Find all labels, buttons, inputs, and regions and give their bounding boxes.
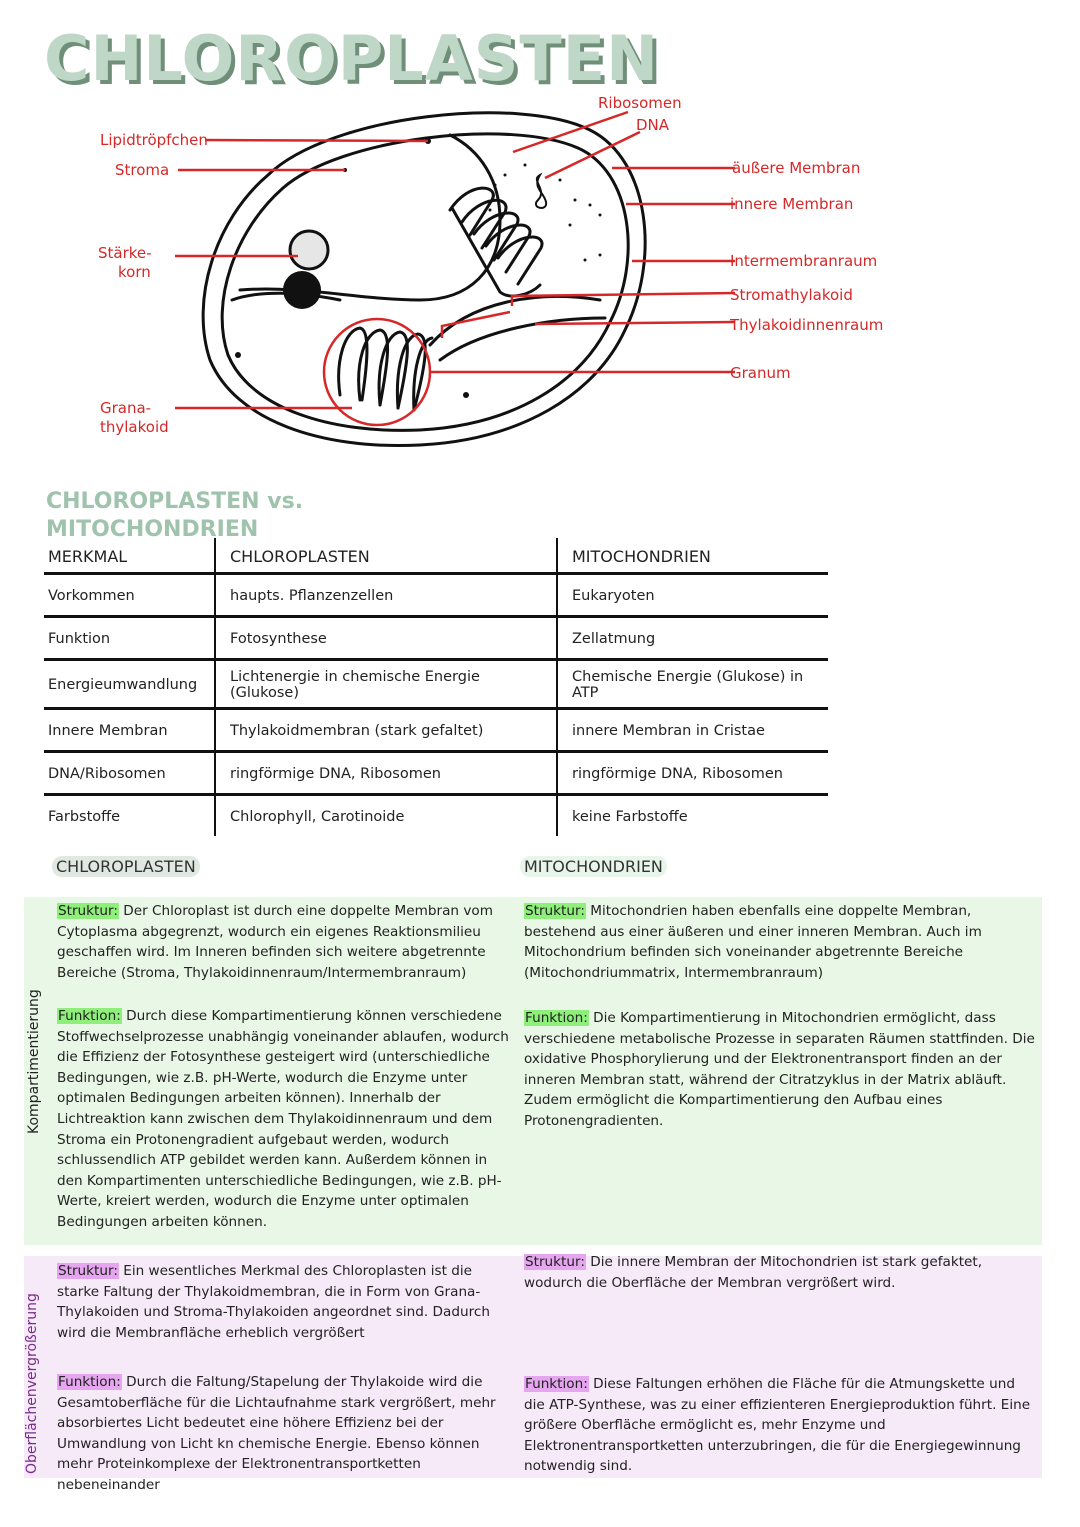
comparison-title-line2: MITOCHONDRIEN [46,517,259,542]
label-aeussere-membran: äußere Membran [732,159,860,177]
text-body: Durch die Faltung/Stapelung der Thylakoi… [57,1374,496,1493]
table-row: Innere Membran Thylakoidmembran (stark g… [44,708,828,753]
comparison-table: MERKMAL CHLOROPLASTEN MITOCHONDRIEN Vork… [44,538,828,836]
column-header-mitochondrien: MITOCHONDRIEN [520,856,667,877]
starch-grain-shape [288,229,330,271]
table-row: Farbstoffe Chlorophyll, Carotinoide kein… [44,794,828,836]
cell-merkmal: Vorkommen [44,573,216,618]
cell-mito: keine Farbstoffe [572,809,688,825]
text-body: Diese Faltungen erhöhen die Fläche für d… [524,1376,1031,1475]
label-stromathylakoid: Stromathylakoid [730,286,853,304]
chloro-oberflaeche-struktur: Struktur: Ein wesentliches Merkmal des C… [57,1261,507,1343]
mito-kompartimentierung-struktur: Struktur: Mitochondrien haben ebenfalls … [524,901,1036,983]
label-korn: korn [118,263,151,281]
text-body: Die Kompartimentierung in Mitochondrien … [524,1010,1035,1129]
chloroplast-diagram: Lipidtröpfchen Stroma Stärke- korn Grana… [98,94,883,448]
chloro-oberflaeche-funktion: Funktion: Durch die Faltung/Stapelung de… [57,1372,507,1496]
label-thylakoid: thylakoid [100,418,169,436]
mito-oberflaeche-funktion: Funktion: Diese Faltungen erhöhen die Fl… [524,1374,1038,1477]
mito-oberflaeche-struktur: Struktur: Die innere Membran der Mitocho… [524,1252,1038,1293]
table-row: DNA/Ribosomen ringförmige DNA, Ribosomen… [44,751,828,796]
label-granum: Granum [730,364,791,382]
section-oberflaechenvergroesserung [24,1256,1042,1478]
label-intermembranraum: Intermembranraum [730,252,877,270]
label-ribosomen: Ribosomen [598,94,682,112]
header-chloroplasten: CHLOROPLASTEN [215,538,558,575]
funktion-label: Funktion: [524,1010,589,1026]
cell-merkmal: Funktion [44,616,216,661]
cell-merkmal: Farbstoffe [44,794,216,836]
text-body: Mitochondrien haben ebenfalls eine doppe… [524,903,982,981]
cell-mito: ringförmige DNA, Ribosomen [557,751,828,796]
text-body: Ein wesentliches Merkmal des Chloroplast… [57,1263,490,1341]
struktur-label: Struktur: [57,1263,119,1279]
column-header-chloroplasten: CHLOROPLASTEN [52,856,200,877]
text-body: Die innere Membran der Mitochondrien ist… [524,1254,983,1291]
struktur-label: Struktur: [57,903,119,919]
table-row: Energieumwandlung Lichtenergie in chemis… [44,659,828,710]
chloro-kompartimentierung-struktur: Struktur: Der Chloroplast ist durch eine… [57,901,507,983]
cell-merkmal: Innere Membran [44,708,216,753]
cell-mito: Chemische Energie (Glukose) in ATP [557,659,828,710]
cell-mito: Eukaryoten [557,573,828,618]
funktion-label: Funktion: [524,1376,589,1392]
section-label-kompartimentierung: Kompartimentierung [26,989,42,1134]
cell-chloro: Chlorophyll, Carotinoide [215,794,558,836]
label-innere-membran: innere Membran [730,195,853,213]
header-mitochondrien: MITOCHONDRIEN [557,538,828,575]
label-dna: DNA [636,116,670,134]
funktion-label: Funktion: [57,1008,122,1024]
table-header-row: MERKMAL CHLOROPLASTEN MITOCHONDRIEN [44,538,828,575]
cell-chloro: haupts. Pflanzenzellen [215,573,558,618]
chloro-kompartimentierung-funktion: Funktion: Durch diese Kompartimentierung… [57,1006,512,1233]
lipid-droplet-shape [283,271,321,309]
cell-chloro: ringförmige DNA, Ribosomen [215,751,558,796]
comparison-title-line1: CHLOROPLASTEN vs. [46,489,304,514]
mito-kompartimentierung-funktion: Funktion: Die Kompartimentierung in Mito… [524,1008,1036,1132]
outer-membrane-shape [201,111,647,448]
comparison-title: CHLOROPLASTEN vs. MITOCHONDRIEN [46,488,303,544]
funktion-label: Funktion: [57,1374,122,1390]
label-stroma: Stroma [115,161,169,179]
cell-merkmal: Energieumwandlung [44,659,216,710]
cell-merkmal: DNA/Ribosomen [44,751,216,796]
text-body: Der Chloroplast ist durch eine doppelte … [57,903,493,981]
section-kompartimentierung [24,897,1042,1245]
table-row: Vorkommen haupts. Pflanzenzellen Eukaryo… [44,573,828,618]
table-row: Funktion Fotosynthese Zellatmung [44,616,828,661]
struktur-label: Struktur: [524,903,586,919]
section-label-oberflaechenvergroesserung: Oberflächenvergrößerung [24,1293,40,1474]
label-staerke: Stärke- [98,244,152,262]
cell-mito: Zellatmung [557,616,828,661]
struktur-label: Struktur: [524,1254,586,1270]
cell-chloro: Thylakoidmembran (stark gefaltet) [215,708,558,753]
header-merkmal: MERKMAL [44,538,216,575]
cell-chloro: Lichtenergie in chemische Energie (Gluko… [215,659,558,710]
inner-membrane-shape [220,132,630,432]
cell-chloro: Fotosynthese [215,616,558,661]
page-title: CHLOROPLASTEN [44,22,659,95]
label-lipidtroepfchen: Lipidtröpfchen [100,131,208,149]
text-body: Durch diese Kompartimentierung können ve… [57,1008,509,1230]
label-grana: Grana- [100,399,151,417]
label-thylakoidinnenraum: Thylakoidinnenraum [729,316,883,334]
cell-mito: innere Membran in Cristae [557,708,828,753]
